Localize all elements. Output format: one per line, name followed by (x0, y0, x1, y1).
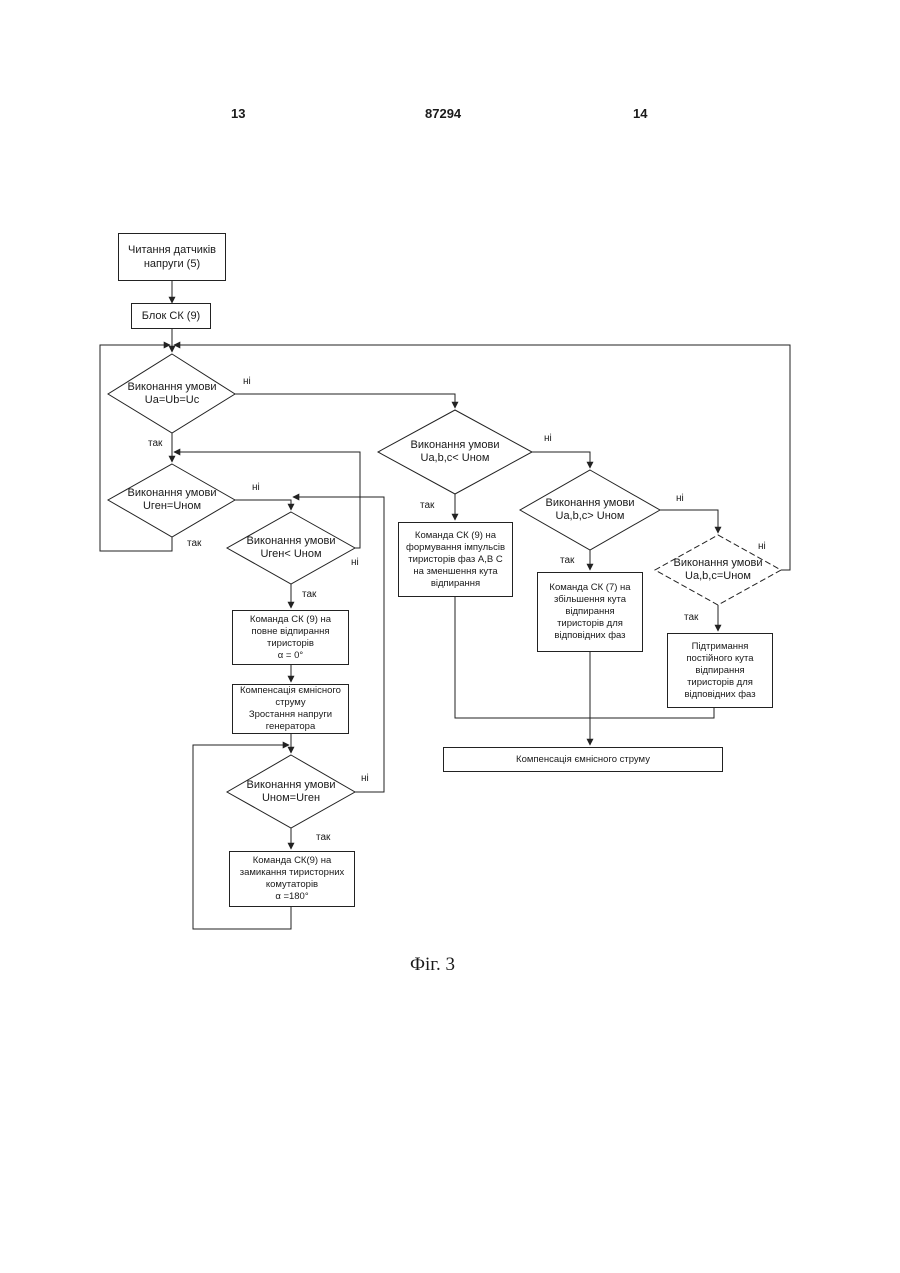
decision-d1-text: Виконання умови Ua=Ub=Uc (112, 381, 232, 407)
label-yes-d1: так (148, 438, 162, 449)
decision-d6-text: Виконання умови Ua,b,c> Uном (527, 497, 653, 523)
label-yes-d2: так (187, 538, 201, 549)
label-no-d2: ні (252, 482, 260, 493)
cmd-open-box: Команда СК (9) на повне відпирання тирис… (232, 610, 349, 665)
compensation-rise-box: Компенсація ємнісного струму Зростання н… (232, 684, 349, 734)
label-yes-d4: так (316, 832, 330, 843)
label-yes-d3: так (302, 589, 316, 600)
cmd-pulses-box: Команда СК (9) на формування імпульсів т… (398, 522, 513, 597)
label-no-d5: ні (544, 433, 552, 444)
label-no-d7: ні (758, 541, 766, 552)
decision-d7-text: Виконання умови Ua,b,c=Uном (658, 557, 778, 583)
cmd-close-box: Команда СК(9) на замикання тиристорних к… (229, 851, 355, 907)
label-no-d1: ні (243, 376, 251, 387)
label-yes-d6: так (560, 555, 574, 566)
label-yes-d5: так (420, 500, 434, 511)
compensation-final-box: Компенсація ємнісного струму (443, 747, 723, 772)
block-sk-box: Блок СК (9) (131, 303, 211, 329)
decision-d3-text: Виконання умови Uген< Uном (231, 535, 351, 561)
label-no-d3: ні (351, 557, 359, 568)
figure-caption: Фіг. 3 (410, 954, 455, 976)
label-no-d6: ні (676, 493, 684, 504)
decision-d2-text: Виконання умови Uген=Uном (112, 487, 232, 513)
read-sensors-box: Читання датчиків напруги (5) (118, 233, 226, 281)
label-no-d4: ні (361, 773, 369, 784)
cmd-increase-box: Команда СК (7) на збільшення кута відпир… (537, 572, 643, 652)
maintain-angle-box: Підтримання постійного кута відпирання т… (667, 633, 773, 708)
decision-d5-text: Виконання умови Ua,b,c< Uном (390, 439, 520, 465)
label-yes-d7: так (684, 612, 698, 623)
decision-d4-text: Виконання умови Uном=Uген (231, 779, 351, 805)
